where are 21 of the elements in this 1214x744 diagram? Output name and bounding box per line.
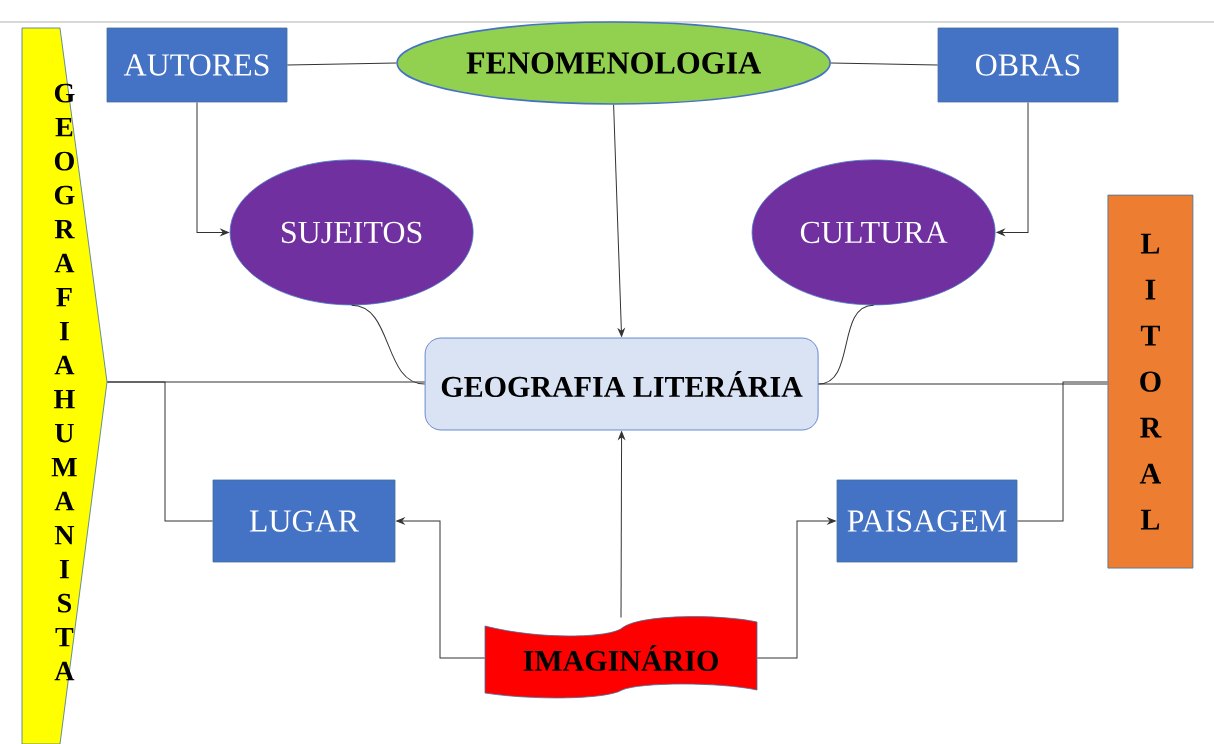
process-box: AUTORES <box>106 27 288 103</box>
connector <box>196 101 229 236</box>
ellipse-node: SUJEITOS <box>229 159 474 306</box>
ellipse-node: CULTURA <box>751 159 996 306</box>
connector <box>613 104 625 337</box>
process-box: LUGAR <box>212 479 396 563</box>
connector <box>351 304 426 385</box>
vertical-band: LITORAL <box>1107 194 1194 569</box>
connector <box>830 62 939 66</box>
process-box: OBRAS <box>937 27 1119 103</box>
connector <box>756 517 836 659</box>
central-box: GEOGRAFIA LITERÁRIA <box>424 337 819 431</box>
connector <box>396 517 486 659</box>
connector <box>996 101 1029 236</box>
connector <box>1016 381 1108 522</box>
connector <box>286 62 397 66</box>
connector <box>106 381 214 522</box>
connector <box>818 383 1108 385</box>
ellipse-node: FENOMENOLOGIA <box>396 21 831 105</box>
connector <box>618 431 625 619</box>
process-box: PAISAGEM <box>836 479 1018 563</box>
